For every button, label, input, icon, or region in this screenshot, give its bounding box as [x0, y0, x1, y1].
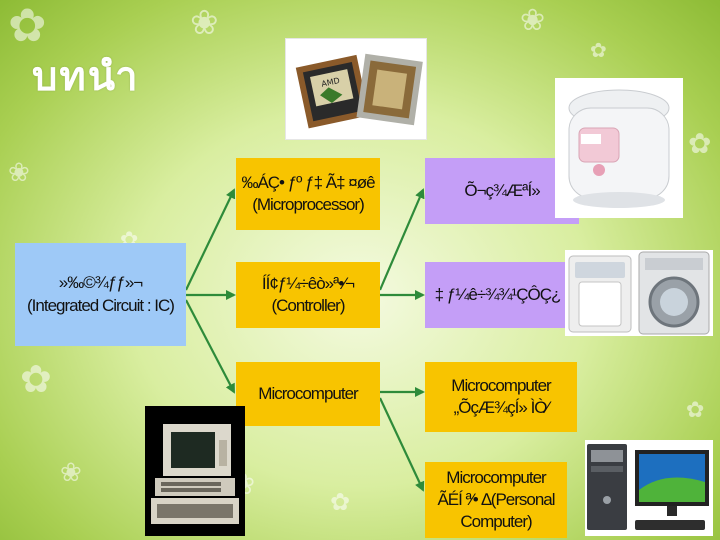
retro-computer-photo — [145, 406, 245, 536]
rice-cooker-icon — [555, 78, 683, 218]
slide-title: บทนำ — [32, 54, 140, 100]
svg-text:AMD: AMD — [321, 76, 341, 89]
appliances-box: ‡ ƒ¼ê÷¾¾¹ÇÔÇ¿ — [425, 262, 570, 328]
microcomputer-single-box: Microcomputer „ÕçÆ¾çÍ» ÌÒ⁄ — [425, 362, 577, 432]
controller-label: ÍÍ¢ƒ¼÷êò»ª•⁄¬ — [261, 273, 355, 293]
personal-computer-box: Microcomputer ÃÉÍ ª⁄• ∆(Personal Compute… — [425, 462, 567, 538]
flower-decoration-icon: ✿ — [686, 398, 705, 423]
arrow-ic-to-microprocessor — [185, 188, 236, 291]
flower-decoration-icon: ✿ — [590, 38, 607, 62]
ic-box-label: »‰©¾ƒƒ»¬ — [58, 273, 143, 293]
embedded-box: Õ¬ç¾ÆªÍ» — [425, 158, 579, 224]
microcomputer-box: Microcomputer — [236, 362, 380, 426]
washing-machine-icon — [565, 250, 713, 336]
flower-decoration-icon: ❀ — [8, 158, 30, 188]
arrow-ic-to-microcomputer — [185, 299, 235, 394]
flower-decoration-icon: ❀ — [60, 458, 82, 488]
washing-machines-photo — [565, 250, 713, 336]
flower-decoration-icon: ❀ — [520, 3, 546, 38]
embedded-label: Õ¬ç¾ÆªÍ» — [464, 180, 540, 200]
flower-decoration-icon: ✿ — [688, 127, 712, 160]
rice-cooker-photo — [555, 78, 683, 218]
personal-computer-sublabel-2: Computer) — [460, 512, 532, 532]
microcomputer-single-sublabel: „ÕçÆ¾çÍ» ÌÒ⁄ — [453, 398, 550, 417]
flower-decoration-icon: ✿ — [330, 488, 351, 516]
cpu-chip-icon: AMD — [286, 39, 426, 139]
desktop-pc-photo — [585, 440, 713, 536]
appliances-label: ‡ ƒ¼ê÷¾¾¹ÇÔÇ¿ — [434, 284, 562, 304]
cpu-photo: AMD — [285, 38, 427, 140]
controller-box: ÍÍ¢ƒ¼÷êò»ª•⁄¬ (Controller) — [236, 262, 380, 328]
retro-computer-icon — [145, 406, 245, 536]
flower-decoration-icon: ❀ — [190, 3, 219, 43]
flower-decoration-icon: ✿ — [8, 0, 47, 52]
microprocessor-label: ‰ÁÇ• ƒº ƒ‡ Ã‡ ¤øê — [241, 172, 375, 192]
desktop-pc-icon — [585, 440, 713, 536]
microcomputer-single-label: Microcomputer — [451, 375, 551, 395]
ic-box-sublabel: (Integrated Circuit : IC) — [27, 295, 175, 315]
personal-computer-label: Microcomputer — [446, 467, 546, 487]
microprocessor-box: ‰ÁÇ• ƒº ƒ‡ Ã‡ ¤øê (Microprocessor) — [236, 158, 380, 230]
microprocessor-sublabel: (Microprocessor) — [252, 195, 365, 214]
personal-computer-sublabel: ÃÉÍ ª⁄• ∆(Personal — [437, 489, 555, 509]
arrow-controller-to-embedded — [378, 188, 425, 291]
flower-decoration-icon: ✿ — [20, 357, 52, 401]
arrow-microcomputer-to-personal — [379, 397, 425, 492]
controller-sublabel: (Controller) — [271, 296, 345, 315]
ic-box: »‰©¾ƒƒ»¬ (Integrated Circuit : IC) — [15, 243, 186, 346]
microcomputer-label: Microcomputer — [258, 383, 358, 403]
